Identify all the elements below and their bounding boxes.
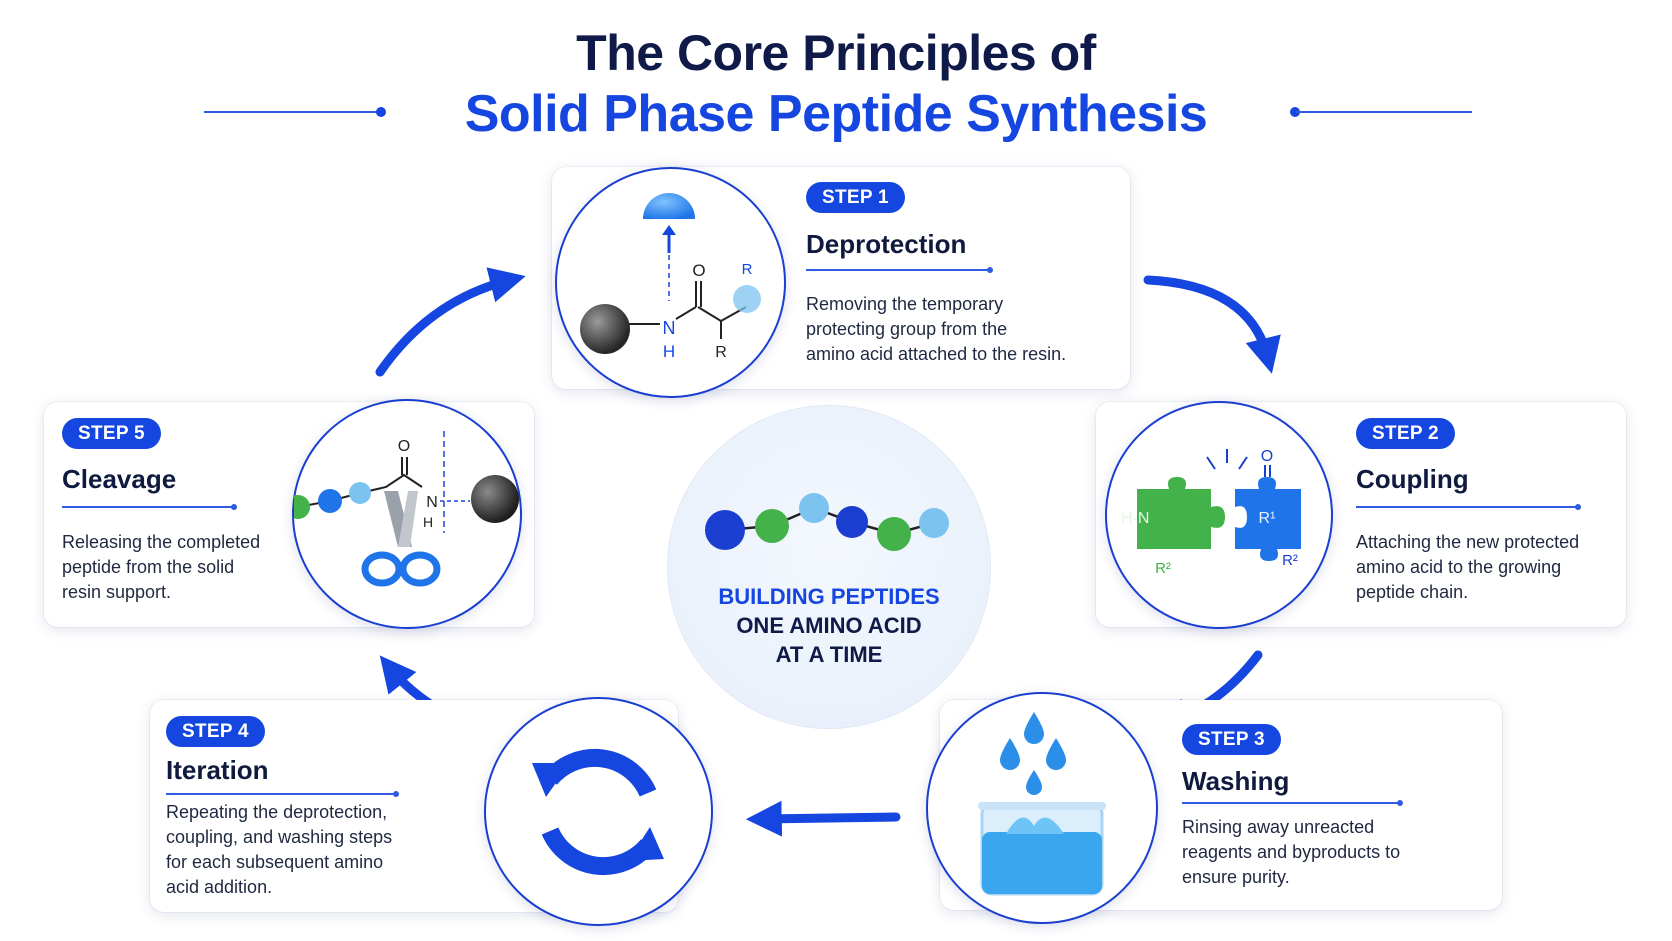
step-5-circle: O N H (292, 399, 522, 629)
step-1-circle: N H O R R (555, 167, 786, 398)
title-rule-right (1296, 111, 1472, 113)
step-5-rule (62, 504, 237, 510)
s2-r2b-label: R² (1282, 552, 1298, 569)
center-text-line-3: AT A TIME (775, 642, 883, 667)
step-1-rule (806, 267, 993, 273)
center-circle (668, 406, 990, 728)
step-3-badge: STEP 3 (1182, 724, 1281, 755)
puzzle-coupling-icon: H-N O R¹ R² R² (1121, 448, 1301, 577)
s5-h-label: H (423, 514, 433, 530)
s1-r2-label: R (742, 261, 753, 278)
step-4-description: Repeating the deprotection,coupling, and… (166, 802, 393, 897)
step-4-title: Iteration (166, 755, 269, 785)
s2-r1-label: R¹ (1259, 510, 1276, 527)
step-4-badge: STEP 4 (166, 716, 265, 747)
s1-r-label: R (715, 344, 727, 361)
center-text-line-2: ONE AMINO ACID (736, 613, 922, 638)
step-2-badge: STEP 2 (1356, 418, 1455, 449)
step-2-circle: H-N O R¹ R² R² (1105, 401, 1333, 629)
title-rule-left-dot (376, 107, 386, 117)
step-2-rule (1356, 504, 1581, 510)
s2-o-label: O (1261, 448, 1273, 465)
arrow-5-to-1 (375, 267, 526, 377)
arrow-3-to-4 (745, 800, 901, 837)
beaker-water-icon (978, 712, 1106, 896)
title-line-2: Solid Phase Peptide Synthesis (464, 85, 1208, 143)
step-3-rule (1182, 800, 1403, 806)
s2-r2a-label: R² (1155, 560, 1171, 577)
peptide-chain-icon (705, 493, 949, 551)
step-4-circle (484, 697, 713, 926)
step-5-badge: STEP 5 (62, 418, 161, 449)
title-rule-right-dot (1290, 107, 1300, 117)
cycle-arrows-icon (532, 748, 664, 876)
step-1-badge: STEP 1 (806, 182, 905, 213)
title-line-1: The Core Principles of (576, 25, 1096, 81)
step-2-title: Coupling (1356, 464, 1469, 494)
step-5-title: Cleavage (62, 464, 177, 494)
s1-n-label: N (663, 318, 676, 338)
resin-bead-deprotection-icon: N H O R R (580, 193, 761, 361)
title-rule-left (204, 111, 380, 113)
s5-n-label: N (426, 494, 438, 511)
s1-o-label: O (692, 261, 705, 280)
s5-o-label: O (398, 438, 410, 455)
arrow-1-to-2 (1143, 275, 1281, 374)
s2-hn-label: H-N (1121, 510, 1149, 527)
step-1-title: Deprotection (806, 229, 967, 259)
scissors-cleavage-icon: O N H (294, 431, 519, 587)
step-3-title: Washing (1182, 766, 1290, 796)
s1-h-label: H (663, 342, 675, 361)
step-4-rule (166, 791, 399, 797)
step-3-circle (926, 692, 1158, 924)
center-text-line-1: BUILDING PEPTIDES (718, 584, 940, 609)
